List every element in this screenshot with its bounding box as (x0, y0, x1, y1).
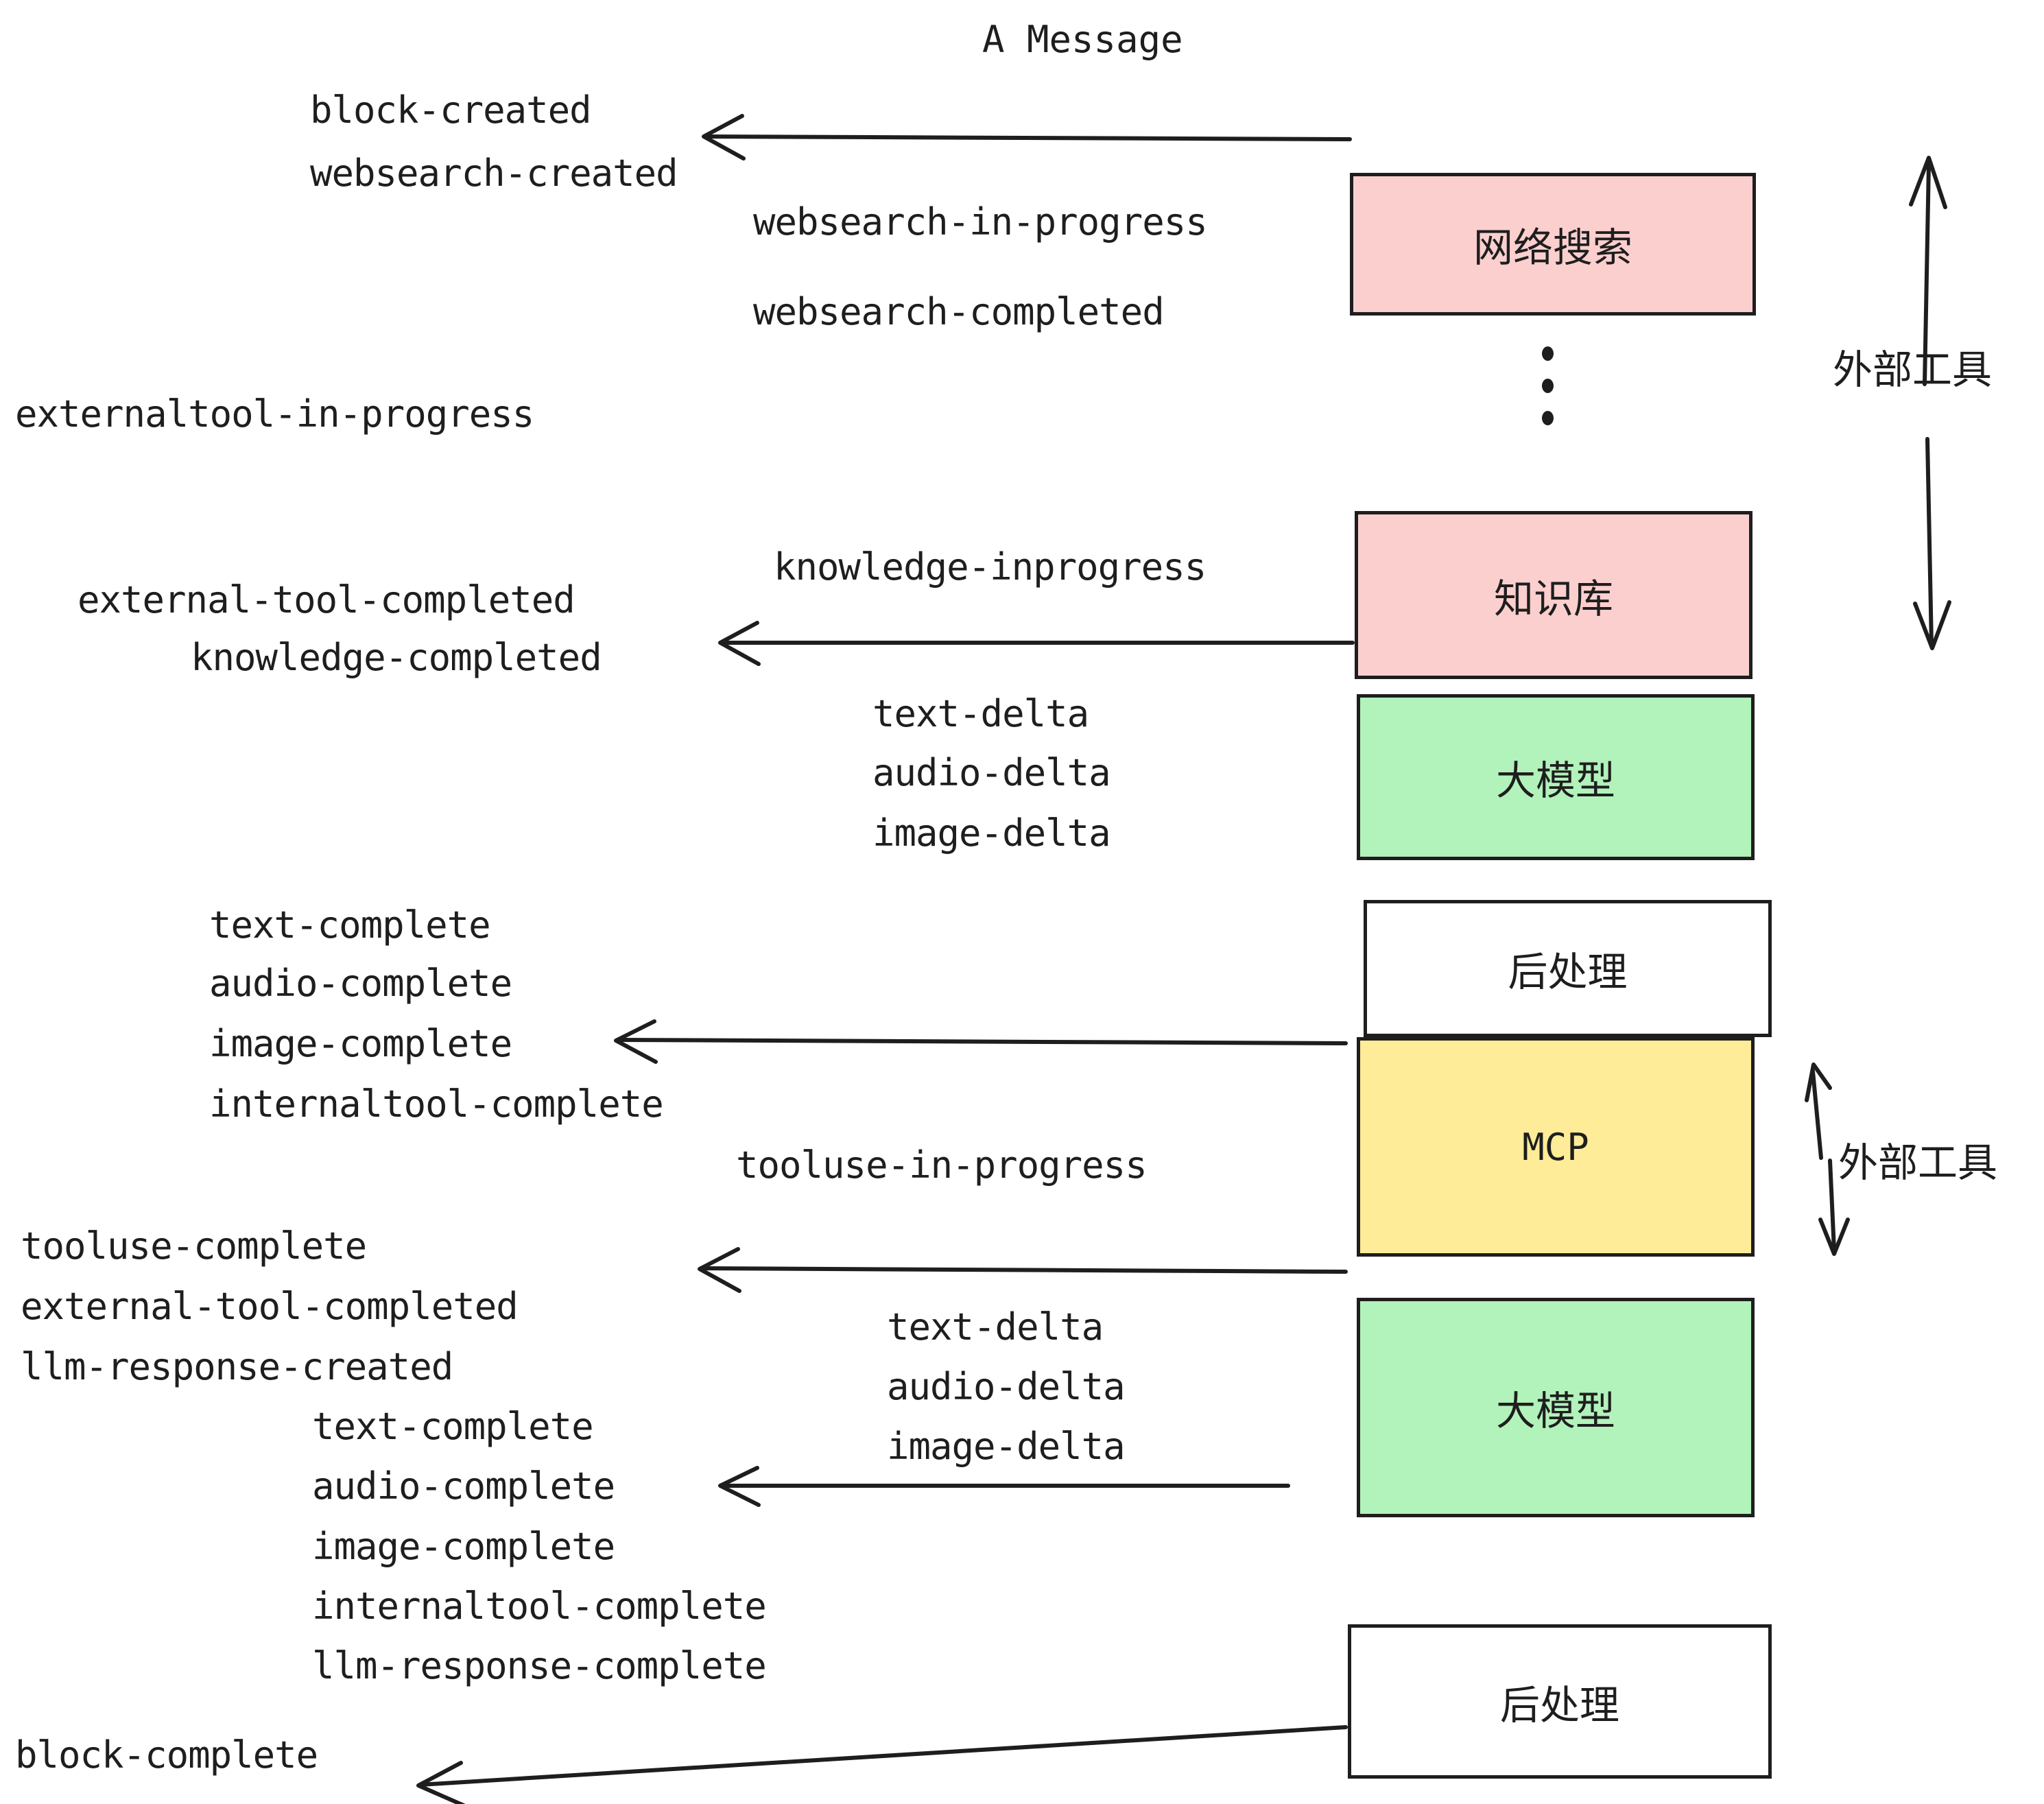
tooluse-complete-arrow (698, 1247, 1348, 1293)
node-post-1[interactable]: 后处理 (1364, 900, 1772, 1037)
event-label-text-delta-2: text-delta (887, 1305, 1104, 1349)
event-label-text-complete-2: text-complete (312, 1405, 594, 1448)
event-label-external-tool-completed-1: external-tool-completed (78, 578, 575, 621)
knowledge-completed-arrow (718, 621, 1355, 666)
node-mcp-label: MCP (1522, 1125, 1589, 1169)
node-post-2-label: 后处理 (1499, 1681, 1619, 1729)
ellipsis-dot (1542, 411, 1554, 425)
audio-complete-arrow (718, 1466, 1290, 1507)
event-label-llm-response-complete: llm-response-complete (312, 1644, 767, 1687)
node-knowledge-label: 知识库 (1493, 575, 1613, 622)
event-label-text-complete-1: text-complete (209, 903, 491, 947)
node-llm-2[interactable]: 大模型 (1357, 1298, 1755, 1517)
event-label-websearch-in-progress: websearch-in-progress (753, 200, 1208, 244)
node-knowledge[interactable]: 知识库 (1355, 511, 1752, 679)
event-label-tooluse-complete: tooluse-complete (21, 1224, 367, 1268)
event-label-block-created: block-created (310, 88, 592, 132)
page-title: A Message (982, 18, 1183, 61)
block-created-arrow (702, 114, 1352, 161)
event-label-block-complete: block-complete (15, 1733, 318, 1777)
image-complete-arrow (614, 1019, 1348, 1064)
event-label-image-complete-2: image-complete (312, 1525, 615, 1568)
block-complete-arrow (416, 1725, 1348, 1804)
vertical-ellipsis (1542, 346, 1554, 425)
event-label-externaltool-in-progress: externaltool-in-progress (15, 392, 534, 436)
event-label-external-tool-completed-2: external-tool-completed (21, 1285, 519, 1328)
node-mcp[interactable]: MCP (1357, 1037, 1755, 1257)
node-llm-1[interactable]: 大模型 (1357, 694, 1755, 860)
event-label-internaltool-complete-1: internaltool-complete (209, 1082, 664, 1126)
node-post-1-label: 后处理 (1508, 949, 1628, 995)
node-post-2[interactable]: 后处理 (1348, 1624, 1772, 1779)
ellipsis-dot (1542, 379, 1554, 393)
side-label-external-tool-top: 外部工具 (1833, 346, 1993, 393)
event-label-audio-complete-1: audio-complete (209, 962, 512, 1005)
event-label-audio-complete-2: audio-complete (312, 1464, 615, 1508)
event-label-llm-response-created: llm-response-created (21, 1345, 453, 1388)
side-label-external-tool-bottom: 外部工具 (1838, 1139, 1998, 1186)
event-label-audio-delta-2: audio-delta (887, 1365, 1126, 1408)
event-label-text-delta-1: text-delta (872, 692, 1089, 735)
external-tool-top-double-arrow (1909, 156, 1951, 650)
node-websearch-label: 网络搜索 (1473, 224, 1632, 271)
event-label-image-delta-1: image-delta (872, 811, 1111, 855)
node-websearch[interactable]: 网络搜索 (1350, 173, 1756, 316)
event-label-websearch-completed: websearch-completed (753, 290, 1165, 333)
event-label-image-complete-1: image-complete (209, 1022, 512, 1065)
event-label-knowledge-completed: knowledge-completed (191, 636, 602, 679)
event-label-image-delta-2: image-delta (887, 1425, 1126, 1468)
event-label-audio-delta-1: audio-delta (872, 751, 1111, 794)
node-llm-2-label: 大模型 (1495, 1388, 1615, 1434)
event-label-knowledge-inprogress: knowledge-inprogress (774, 545, 1207, 589)
event-label-websearch-created: websearch-created (310, 152, 678, 195)
event-label-internaltool-complete-2: internaltool-complete (312, 1585, 767, 1628)
event-label-tooluse-in-progress: tooluse-in-progress (736, 1143, 1148, 1187)
ellipsis-dot (1542, 346, 1554, 361)
node-llm-1-label: 大模型 (1495, 757, 1615, 804)
